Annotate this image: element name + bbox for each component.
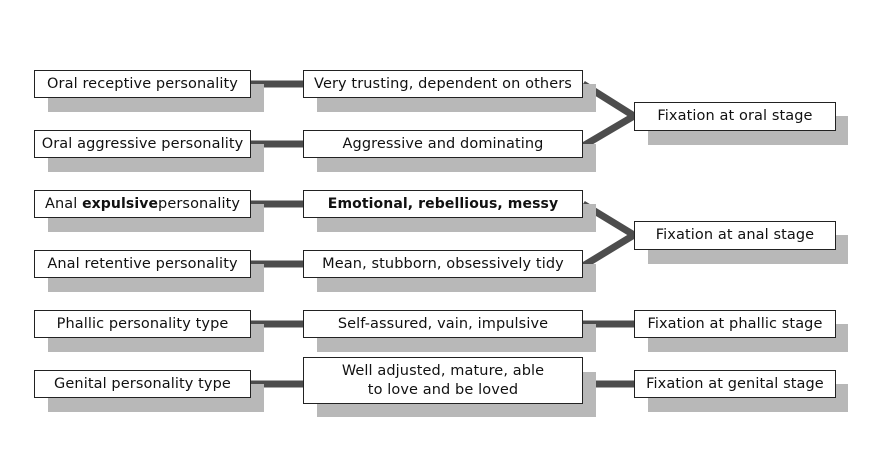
shadow: [251, 204, 264, 232]
traits-label: Mean, stubborn, obsessively tidy: [322, 255, 564, 272]
stage-label: Fixation at oral stage: [657, 108, 813, 124]
shadow: [251, 264, 264, 292]
personality-box-anal-expulsive: Anal expulsivepersonality: [34, 190, 251, 218]
label-part: personality: [158, 195, 241, 212]
personality-box-genital: Genital personality type: [34, 370, 251, 398]
shadow: [251, 324, 264, 352]
traits-box-anal-retentive: Mean, stubborn, obsessively tidy: [303, 250, 583, 278]
traits-box-oral-aggressive: Aggressive and dominating: [303, 130, 583, 158]
personality-label: Genital personality type: [54, 375, 231, 392]
label-part-emphasis: expulsive: [82, 195, 159, 212]
traits-box-oral-receptive: Very trusting, dependent on others: [303, 70, 583, 98]
personality-box-anal-retentive: Anal retentive personality: [34, 250, 251, 278]
personality-label: Anal retentive personality: [47, 255, 238, 272]
shadow: [48, 97, 264, 112]
shadow: [48, 277, 264, 292]
traits-label: Emotional, rebellious, messy: [327, 195, 559, 212]
shadow: [48, 157, 264, 172]
stage-label: Fixation at phallic stage: [647, 315, 823, 332]
stage-box-oral: Fixation at oral stage: [634, 102, 836, 131]
personality-label: Oral receptive personality: [47, 75, 238, 92]
traits-box-anal-expulsive: Emotional, rebellious, messy: [303, 190, 583, 218]
stage-box-anal: Fixation at anal stage: [634, 221, 836, 250]
traits-label: Very trusting, dependent on others: [314, 75, 572, 92]
shadow: [48, 337, 264, 352]
shadow: [48, 397, 264, 412]
traits-label: Self-assured, vain, impulsive: [337, 315, 549, 332]
shadow: [48, 217, 264, 232]
shadow: [251, 384, 264, 412]
label-part: Anal: [44, 195, 83, 212]
stage-box-phallic: Fixation at phallic stage: [634, 310, 836, 338]
traits-box-phallic: Self-assured, vain, impulsive: [303, 310, 583, 338]
stage-label: Fixation at genital stage: [646, 375, 824, 392]
traits-label: Well adjusted, mature, able to love and …: [341, 362, 545, 398]
personality-box-oral-receptive: Oral receptive personality: [34, 70, 251, 98]
stage-label: Fixation at anal stage: [655, 227, 815, 243]
traits-label: Aggressive and dominating: [342, 135, 544, 152]
traits-box-genital: Well adjusted, mature, able to love and …: [303, 357, 583, 404]
personality-box-oral-aggressive: Oral aggressive personality: [34, 130, 251, 158]
personality-box-phallic: Phallic personality type: [34, 310, 251, 338]
shadow: [251, 84, 264, 112]
personality-label: Phallic personality type: [56, 315, 229, 332]
stage-box-genital: Fixation at genital stage: [634, 370, 836, 398]
personality-label: Anal expulsivepersonality: [45, 195, 240, 214]
personality-label: Oral aggressive personality: [41, 135, 244, 152]
shadow: [251, 144, 264, 172]
